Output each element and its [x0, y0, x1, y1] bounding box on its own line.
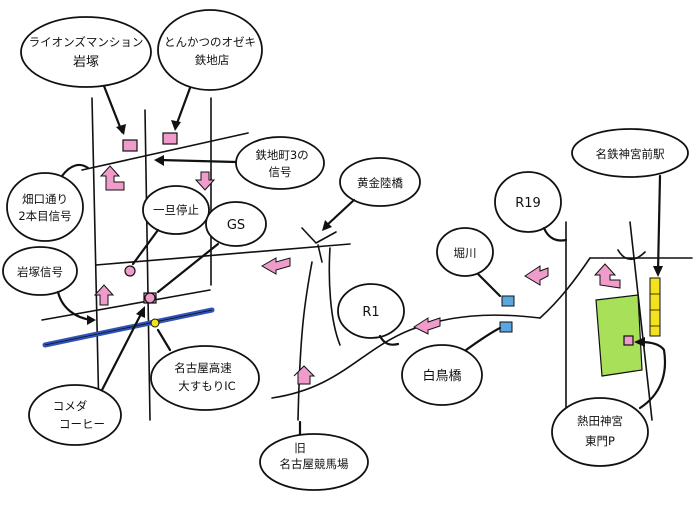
arrow-left-2: [412, 317, 441, 335]
callout-kogane-label: 黄金陸橋: [357, 176, 403, 190]
callout-horikawa: 堀川: [436, 227, 502, 298]
pointer-r19: [542, 226, 568, 242]
stop-marker: [124, 265, 136, 277]
callout-kogane: 黄金陸橋: [322, 157, 421, 231]
pointer-komeda: [100, 310, 144, 392]
pointer-r1: [378, 334, 400, 346]
callout-hosoguchi-line2: 2本目信号: [18, 209, 71, 223]
callouts: ライオンズマンション 岩塚 とんかつのオゼキ 鉄地店 畑口通り 2本目信号 一旦…: [2, 9, 689, 491]
road-tetchi-3-signal: [81, 132, 249, 171]
pointer-meitetsu: [656, 174, 662, 274]
arrow-turn-jingu: [593, 263, 621, 289]
callout-tetchi-signal: 鉄地町3の 信号: [154, 136, 325, 190]
pointer-horikawa: [476, 272, 502, 298]
callout-gs: GS: [156, 201, 267, 294]
atsuta-parking-marker: [623, 335, 634, 346]
callout-meitetsu: 名鉄神宮前駅: [571, 128, 689, 277]
road-lower-diagonal: [41, 289, 211, 321]
road-jingu-curve: [617, 249, 646, 261]
road-r1-east: [539, 257, 591, 319]
direction-arrows: [93, 165, 621, 385]
callout-lion-mansion: ライオンズマンション 岩塚: [20, 16, 152, 135]
callout-meitetsu-label: 名鉄神宮前駅: [596, 147, 665, 161]
pointer-gs: [156, 242, 220, 294]
arrow-left-3: [524, 265, 549, 286]
road-keibajo: [297, 261, 313, 421]
pointer-kogane: [324, 198, 356, 228]
bridge-markers: [499, 295, 515, 333]
callout-expressway-ic: 名古屋高速 大すもりIC: [150, 328, 260, 411]
pointer-ic: [156, 328, 172, 352]
callout-ic-line1: 名古屋高速: [174, 361, 232, 375]
callout-hosoguchi-signal: 畑口通り 2本目信号: [6, 163, 90, 242]
arrow-left-1: [260, 257, 291, 275]
tonkatsu-marker: [162, 132, 178, 145]
callout-tetchi-line1: 鉄地町3の: [255, 148, 308, 162]
callout-komeda: コメダ コーヒー: [28, 306, 145, 446]
road-vertical-2: [144, 109, 151, 421]
callout-stop: 一旦停止: [131, 185, 210, 266]
callout-r19: R19: [494, 171, 568, 242]
callout-keibajo-label: 名古屋競馬場: [280, 457, 349, 471]
expressway-ic-marker: [150, 318, 160, 328]
pointer-shiratori: [464, 326, 502, 352]
arrow-turn-keibajo: [293, 365, 316, 385]
callout-r19-label: R19: [515, 196, 541, 211]
callout-tonkatsu-line2: 鉄地店: [195, 53, 230, 67]
callout-atsuta-line1: 熱田神宮: [577, 414, 623, 428]
callout-gs-label: GS: [227, 218, 245, 233]
callout-tonkatsu-line1: とんかつのオゼキ: [164, 35, 256, 49]
callout-iwatsuka-label: 岩塚信号: [17, 265, 63, 279]
callout-komeda-line2: コーヒー: [59, 417, 105, 431]
callout-atsuta-line2: 東門P: [585, 434, 615, 448]
callout-tetchi-line2: 信号: [269, 165, 292, 179]
callout-shiratori-label: 白鳥橋: [422, 368, 461, 384]
pointer-tetchi: [158, 158, 238, 164]
arrow-down: [194, 171, 216, 191]
pointer-stop: [131, 228, 160, 266]
road-east-vertical: [629, 221, 653, 421]
pointer-tonkatsu: [174, 86, 192, 128]
callout-hosoguchi-line1: 畑口通り: [22, 192, 68, 206]
lion-mansion-marker: [122, 139, 138, 152]
pointer-hosoguchi: [60, 163, 90, 178]
callout-iwatsuka-signal: 岩塚信号: [2, 246, 96, 325]
pointer-lion-mansion: [102, 84, 124, 134]
callout-komeda-line1: コメダ: [53, 399, 88, 413]
callout-lion-mansion-line2: 岩塚: [73, 55, 99, 70]
roads: [41, 97, 693, 421]
road-kogane-down: [328, 247, 341, 346]
callout-stop-label: 一旦停止: [153, 203, 199, 217]
callout-atsuta: 熱田神宮 東門P: [551, 337, 666, 467]
callout-ic-line2: 大すもりIC: [178, 379, 235, 393]
road-kogane-overpass-left: [301, 227, 337, 244]
callout-tonkatsu: とんかつのオゼキ 鉄地店: [157, 9, 263, 131]
road-kogane-overpass-stem: [317, 244, 323, 263]
railway-track: [649, 277, 661, 337]
gs-marker: [144, 292, 156, 304]
road-r1: [271, 314, 541, 399]
callout-keibajo-small: 旧: [294, 441, 306, 455]
pointer-atsuta: [638, 340, 666, 410]
arrow-up: [93, 284, 115, 306]
callout-keibajo: 旧 名古屋競馬場: [259, 420, 369, 491]
callout-r1: R1: [337, 283, 405, 346]
callout-horikawa-label: 堀川: [454, 246, 477, 260]
arrow-turn-right-1: [99, 165, 125, 191]
callout-shiratori: 白鳥橋: [401, 326, 502, 406]
atsuta-jingu-grounds: [595, 294, 643, 377]
railway: [649, 277, 661, 337]
callout-lion-mansion-line1: ライオンズマンション: [29, 35, 144, 49]
expressway-centerline: [44, 309, 213, 346]
callout-r1-label: R1: [362, 305, 379, 320]
road-hosoguchi-street: [91, 97, 100, 416]
road-main-diagonal: [95, 243, 351, 266]
